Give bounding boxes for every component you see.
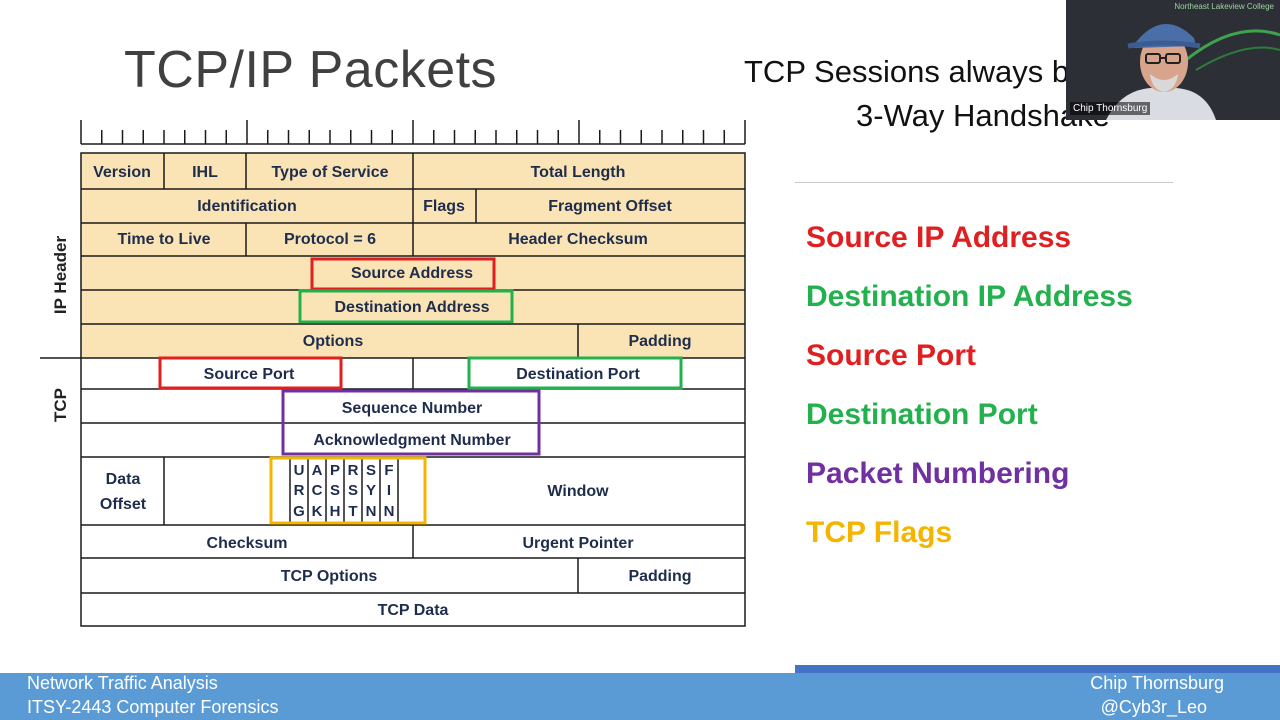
divider <box>795 182 1173 183</box>
field-padding: Padding <box>628 333 691 350</box>
field-data-offset-line-1: Data <box>106 471 141 488</box>
highlight-tcp-flags <box>269 456 427 525</box>
field-window: Window <box>547 483 609 500</box>
flag-letter: S <box>330 482 340 499</box>
field-tcp-options: TCP Options <box>281 568 378 585</box>
legend-packet-numbering: Packet Numbering <box>806 457 1070 490</box>
field-protocol: Protocol = 6 <box>284 231 376 248</box>
flag-letter: A <box>312 462 323 479</box>
webcam-org-watermark: Northeast Lakeview College <box>1174 2 1274 11</box>
highlight-source-address <box>310 257 496 291</box>
field-checksum: Checksum <box>207 535 288 552</box>
field-source-address: Source Address <box>351 265 473 282</box>
flag-letter: P <box>330 462 340 479</box>
flag-letter: N <box>366 503 377 520</box>
footer-course-code: ITSY-2443 Computer Forensics <box>27 697 279 717</box>
flag-letter: Y <box>366 482 376 499</box>
highlight-destination-port <box>467 356 683 390</box>
field-tcp-data: TCP Data <box>378 602 449 619</box>
webcam-participant-name: Chip Thornsburg <box>1070 102 1151 115</box>
field-header-checksum: Header Checksum <box>508 231 648 248</box>
flag-letter: G <box>293 503 305 520</box>
field-urgent-pointer: Urgent Pointer <box>522 535 633 552</box>
slide-title: TCP/IP Packets <box>124 41 498 99</box>
flag-letter: T <box>348 503 357 520</box>
highlight-boxes <box>158 257 683 525</box>
ip-header-side-label: IP Header <box>51 236 70 315</box>
flag-letter: R <box>294 482 305 499</box>
legend-destination-port: Destination Port <box>806 398 1038 431</box>
flag-letter: C <box>312 482 323 499</box>
field-sequence-number: Sequence Number <box>342 400 482 417</box>
legend-tcp-flags: TCP Flags <box>806 516 953 549</box>
grid-lines <box>40 152 746 627</box>
field-fragment-offset: Fragment Offset <box>548 198 672 215</box>
bit-ruler <box>80 120 746 145</box>
footer-author: Chip Thornsburg <box>1090 673 1224 693</box>
highlight-destination-address <box>298 289 514 324</box>
flag-letter: K <box>312 503 323 520</box>
highlight-packet-numbering <box>281 389 541 456</box>
flag-letter: F <box>384 462 393 479</box>
flag-letter: U <box>294 462 305 479</box>
field-destination-port: Destination Port <box>516 366 640 383</box>
flag-letter: H <box>330 503 341 520</box>
legend-source-port: Source Port <box>806 339 977 372</box>
field-type-of-service: Type of Service <box>271 164 388 181</box>
tcp-side-label: TCP <box>51 388 70 422</box>
field-destination-address: Destination Address <box>335 299 490 316</box>
legend-source-ip: Source IP Address <box>806 221 1072 254</box>
field-options: Options <box>303 333 364 350</box>
field-tcp-padding: Padding <box>628 568 691 585</box>
webcam-overlay: Northeast Lakeview College Chip Thornsbu… <box>1066 0 1280 120</box>
field-total-length: Total Length <box>531 164 626 181</box>
field-ihl: IHL <box>192 164 218 181</box>
footer-bar <box>0 673 1280 720</box>
field-source-port: Source Port <box>204 366 295 383</box>
footer-course: Network Traffic Analysis <box>27 673 218 693</box>
subtitle-line-1: TCP Sessions always b <box>744 54 1070 89</box>
field-acknowledgment-number: Acknowledgment Number <box>313 432 510 449</box>
field-identification: Identification <box>197 198 297 215</box>
legend-destination-ip: Destination IP Address <box>806 280 1133 313</box>
flag-letter: I <box>387 482 391 499</box>
flag-letter: S <box>348 482 358 499</box>
field-time-to-live: Time to Live <box>117 231 210 248</box>
footer-handle: @Cyb3r_Leo <box>1100 697 1207 717</box>
webcam-person-image <box>1066 0 1280 120</box>
flag-letter: R <box>348 462 359 479</box>
field-flags: Flags <box>423 198 465 215</box>
footer-accent <box>795 665 1280 673</box>
field-data-offset-line-2: Offset <box>100 496 147 513</box>
field-version: Version <box>93 164 151 181</box>
flag-letter: N <box>384 503 395 520</box>
packet-diagram: Version IHL Type of Service Total Length… <box>40 120 746 627</box>
flag-letter: S <box>366 462 376 479</box>
highlight-source-port <box>158 356 343 390</box>
